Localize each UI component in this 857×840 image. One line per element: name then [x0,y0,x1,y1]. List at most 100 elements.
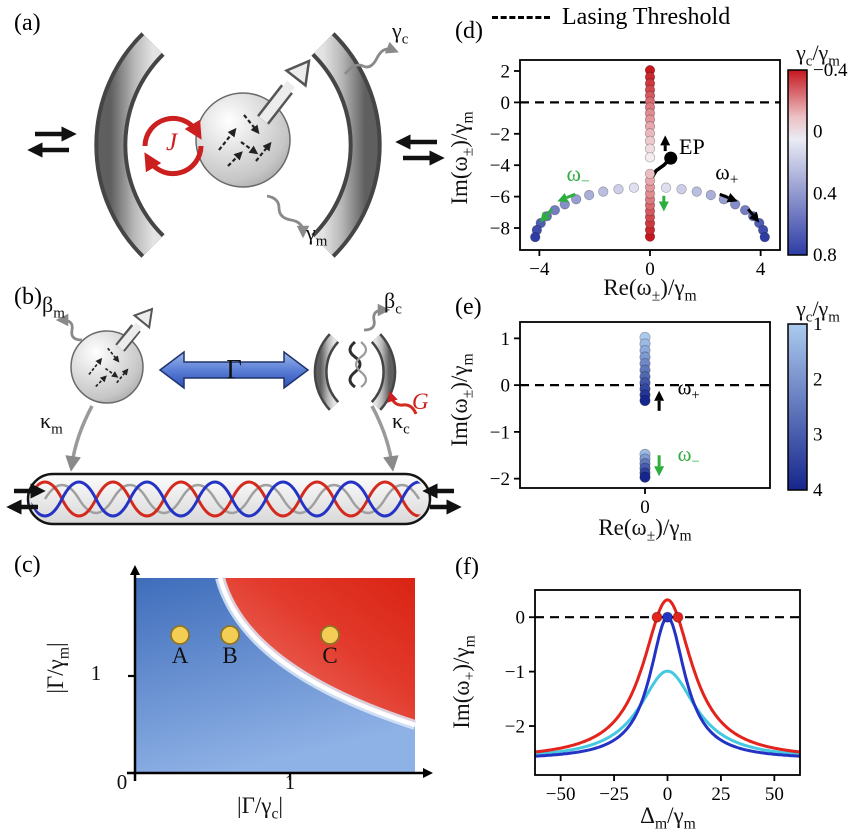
magnon-mode [70,307,154,404]
dashed-line-sample [492,16,550,19]
input-output-arrows-left [27,126,77,158]
svg-text:−2: −2 [505,717,525,738]
gamma-coupling-arrow [158,350,310,390]
coupling-j-label: J [166,129,178,156]
waveguide-ports-right [422,483,462,515]
svg-text:0: 0 [501,376,511,397]
lasing-region [220,578,415,725]
c-ytick-one: 1 [90,661,102,685]
f-xaxis-label: Δm/γm [640,803,696,833]
panel-e-letter: (e) [455,294,482,320]
chart-d-plot: EP ω− ω+ −4 0 4 2 0 −2 −4 −6 −8 [490,59,781,280]
svg-text:50: 50 [765,784,784,805]
svg-text:−8: −8 [490,219,510,240]
drive-g-squiggle [387,390,418,415]
magnetization-arrow [257,58,311,125]
panel-a-schematic [27,32,445,258]
panel-c-letter: (c) [14,552,41,578]
svg-text:−6: −6 [490,187,510,208]
kappa-c-label: κc [392,408,410,438]
svg-text:2: 2 [501,61,511,82]
phase-markers [170,625,340,645]
svg-text:1: 1 [501,329,511,350]
svg-text:4: 4 [756,259,766,280]
svg-text:−0.4: −0.4 [813,60,848,81]
svg-text:1: 1 [813,314,823,335]
gamma-c-label: γc [392,18,409,48]
gamma-m-squiggle [266,194,310,239]
svg-text:−50: −50 [546,784,576,805]
chart-d: EP ω− ω+ −4 0 4 2 0 −2 −4 −6 −8 −0.4 0 0.4 0.8 [490,59,848,280]
gamma-coupling-label: Γ [226,354,242,384]
svg-text:−1: −1 [505,662,525,683]
panel-b-schematic [6,303,462,526]
beta-c-label: βc [384,288,402,318]
svg-text:0: 0 [645,259,655,280]
svg-text:4: 4 [813,480,823,501]
beta-m-squiggle [55,313,83,342]
cavity-mode [313,333,397,411]
chart-e: ω+ ω− 0 1 0 −1 −2 1 2 3 4 [490,314,823,518]
chart-f: −50 −25 0 25 50 0 −1 −2 [505,589,801,805]
svg-text:0.8: 0.8 [813,245,837,266]
svg-text:−4: −4 [529,259,550,280]
svg-text:25: 25 [711,784,730,805]
colorbar-d [787,69,808,256]
marker-c-label: C [322,643,338,668]
e-xaxis-label: Re(ω±)/γm [598,515,692,545]
legend-label: Lasing Threshold [562,4,731,30]
kappa-m-label: κm [40,408,63,438]
chart-f-plot: −50 −25 0 25 50 0 −1 −2 [505,589,801,805]
svg-text:−2: −2 [490,124,510,145]
c-xtick-one: 1 [284,770,296,794]
svg-text:0: 0 [663,784,673,805]
svg-text:−1: −1 [490,422,510,443]
phase-boundary [217,577,416,728]
panel-a-letter: (a) [14,10,41,36]
svg-text:0: 0 [640,497,650,518]
svg-text:−4: −4 [490,156,511,177]
svg-text:0: 0 [501,93,511,114]
svg-text:ω+: ω+ [678,375,700,403]
panel-d-letter: (d) [455,18,483,44]
marker-a-label: A [171,643,189,668]
chart-e-plot: ω+ ω− 0 1 0 −1 −2 [490,321,771,518]
colorbar-e [787,323,808,491]
waveguide [26,472,432,526]
drive-g-label: G [412,389,429,414]
gamma-m-label: γm [306,220,328,250]
svg-text:EP: EP [679,134,705,159]
f-yaxis-label: Im(ω+)/γm [448,635,479,729]
input-output-arrows-right [395,134,445,166]
cavity-mirrors [94,32,382,258]
beta-c-squiggle [363,303,391,332]
d-xaxis-label: Re(ω±)/γm [603,275,697,305]
lasing-threshold-legend: Lasing Threshold [492,4,730,31]
kappa-c-arrow [370,405,399,472]
coherent-coupling-circular-arrows [142,115,204,177]
svg-text:ω−: ω− [678,442,700,470]
svg-text:ω−: ω− [566,161,589,190]
gamma-c-squiggle [343,41,399,75]
svg-text:0.4: 0.4 [813,183,837,204]
svg-text:−25: −25 [599,784,629,805]
beta-m-label: βm [42,292,65,322]
svg-text:0: 0 [516,608,526,629]
d-yaxis-label: Im(ω±)/γm [446,111,477,205]
e-yaxis-label: Im(ω±)/γm [446,353,477,447]
svg-text:0: 0 [813,122,823,143]
marker-b-label: B [222,643,238,668]
svg-text:−2: −2 [490,469,510,490]
panel-b-letter: (b) [14,284,42,310]
d-colorbar-label: γc/γm [796,40,840,70]
svg-text:3: 3 [813,425,823,446]
panel-f-letter: (f) [455,554,479,580]
c-origin-tick: 0 [116,770,128,794]
svg-text:ω+: ω+ [715,160,738,189]
panel-c-phase-diagram [127,565,433,781]
e-colorbar-label: γc/γm [796,296,840,326]
kappa-m-arrow [65,405,94,472]
c-yaxis-label: |Γ/γm| [42,642,73,694]
svg-text:2: 2 [813,369,823,390]
